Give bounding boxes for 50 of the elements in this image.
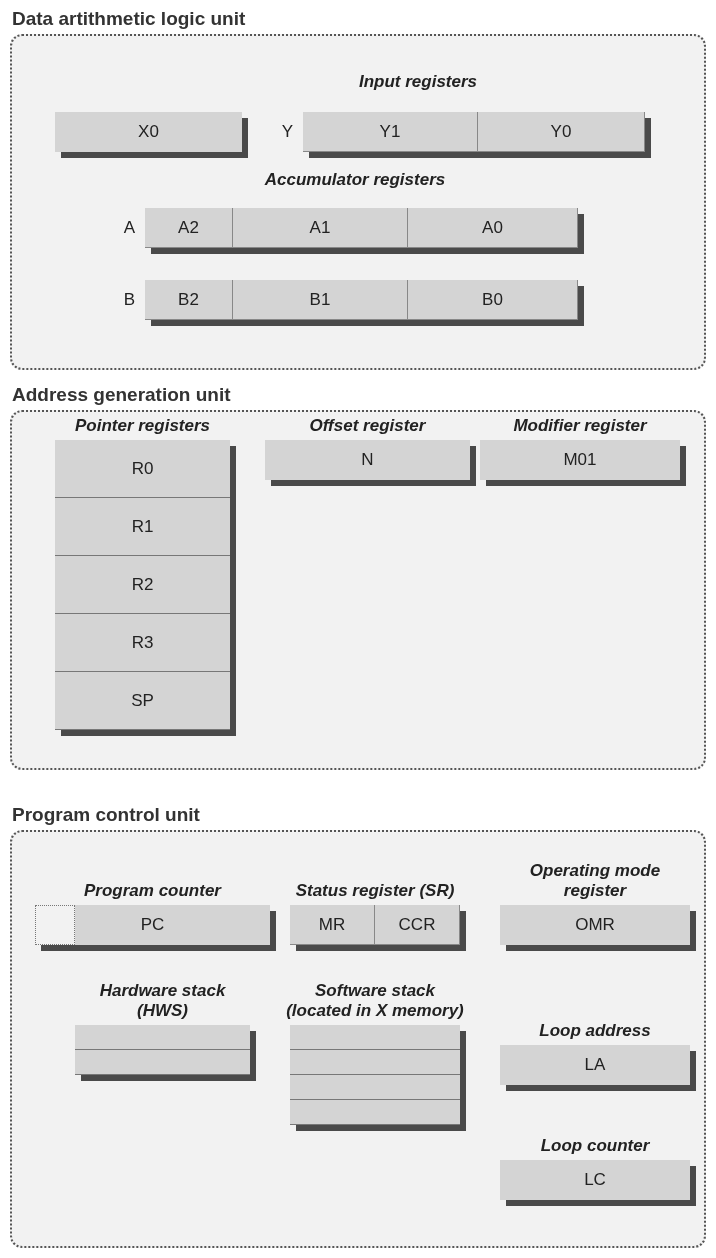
register-name: X0	[137, 122, 160, 142]
register-name: R1	[130, 516, 155, 537]
register-name: A2	[177, 217, 200, 238]
register-name: MR	[317, 914, 347, 935]
register-name: A1	[308, 217, 332, 238]
register-name: B0	[481, 289, 504, 310]
register-caption: Modifier register	[513, 416, 647, 436]
register-letter: A	[123, 218, 135, 238]
register-name: OMR	[574, 915, 616, 935]
section-heading: Accumulator registers	[264, 170, 446, 190]
register-box	[303, 112, 478, 152]
register-name: M01	[562, 450, 598, 470]
register-box	[478, 112, 645, 152]
panel-heading: Data artithmetic logic unit	[12, 8, 246, 30]
register-caption: Software stack (located in X memory)	[285, 981, 465, 1021]
register-name: Y1	[378, 121, 402, 142]
register-box	[408, 208, 578, 248]
register-box	[233, 208, 408, 248]
register-name: N	[360, 450, 375, 470]
register-name: B1	[308, 289, 332, 310]
register-caption: Status register (SR)	[295, 881, 455, 901]
register-name: LA	[583, 1055, 607, 1075]
register-name: SP	[130, 690, 155, 711]
register-name: LC	[583, 1170, 607, 1190]
register-name: R2	[130, 574, 155, 595]
register-name: Y0	[549, 121, 573, 142]
register-caption: Loop address	[539, 1021, 651, 1041]
register-box	[145, 208, 233, 248]
register-box	[145, 280, 233, 320]
register-name: PC	[139, 915, 166, 935]
register-name: CCR	[397, 914, 437, 935]
register-name: R0	[130, 458, 155, 479]
register-box	[290, 905, 375, 945]
section-heading: Input registers	[358, 72, 478, 92]
register-caption: Offset register	[309, 416, 426, 436]
register-caption: Loop counter	[540, 1136, 650, 1156]
register-letter: B	[123, 290, 135, 310]
register-caption: Operating mode register	[528, 861, 662, 901]
register-name: R3	[130, 632, 155, 653]
register-name: B2	[177, 289, 200, 310]
panel-heading: Program control unit	[12, 804, 200, 826]
register-box	[375, 905, 460, 945]
register-caption: Program counter	[84, 881, 221, 901]
register-letter: Y	[281, 122, 293, 142]
register-box	[233, 280, 408, 320]
register-caption: Hardware stack (HWS)	[98, 981, 227, 1021]
register-name: A0	[481, 217, 504, 238]
register-caption: Pointer registers	[74, 416, 211, 436]
register-box	[408, 280, 578, 320]
panel-heading: Address generation unit	[12, 384, 231, 406]
